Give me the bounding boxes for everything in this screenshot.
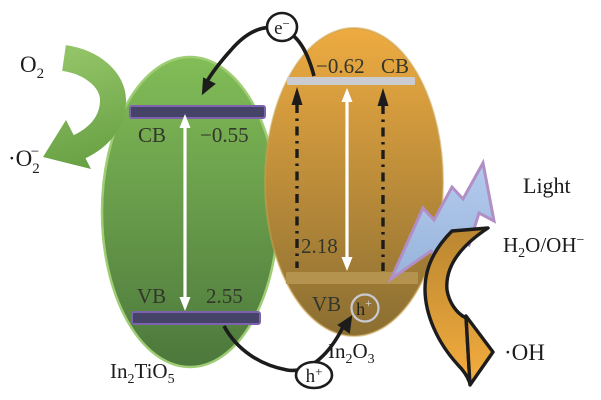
electron-label: e−	[274, 16, 290, 39]
o2-label: O2	[20, 52, 44, 82]
hole-on-vb-label: h+	[356, 296, 372, 319]
in2o3-cb-label: CB	[381, 54, 409, 78]
electron-badge	[265, 11, 299, 43]
electron-transfer-arrow	[201, 25, 316, 96]
in2o3-bandgap-arrow	[341, 88, 353, 271]
hydroxyl-label: ·OH	[504, 340, 545, 365]
in2tio5-vb-label: VB	[137, 284, 166, 308]
in2tio5-name: In2TiO5	[110, 359, 175, 387]
excitation-arrowhead-right	[377, 88, 389, 106]
in2tio5-bandgap-arrow	[179, 114, 191, 311]
excitation-arrows	[295, 104, 385, 271]
water-label: H2O/OH−	[503, 233, 585, 261]
hole-badge	[294, 360, 334, 390]
in2o3-vb-label: VB	[312, 292, 341, 316]
in2tio5-vb-bar	[131, 311, 261, 325]
hole-on-vb-circle	[350, 293, 380, 323]
hole-label: h+	[306, 364, 323, 387]
o2-reduction-arrow	[43, 45, 126, 169]
in2tio5-cb-bar	[129, 105, 266, 119]
excitation-arrowhead-left	[291, 87, 303, 105]
hole-transfer-arrow	[222, 314, 353, 373]
in2o3-cb-value: −0.62	[316, 54, 365, 78]
in2tio5-cb-label: CB	[138, 123, 166, 147]
in2o3-vb-bar	[286, 272, 418, 284]
in2tio5-cb-value: −0.55	[200, 123, 249, 147]
superoxide-label: ·O2−	[8, 144, 40, 177]
in2tio5-vb-value: 2.55	[206, 284, 243, 308]
oh-generation-arrow	[423, 226, 495, 387]
light-label: Light	[523, 173, 571, 198]
in2o3-cb-bar	[287, 77, 415, 85]
in2o3-bandgap-value: 2.18	[301, 234, 338, 258]
in2o3-name: In2O3	[328, 339, 375, 367]
